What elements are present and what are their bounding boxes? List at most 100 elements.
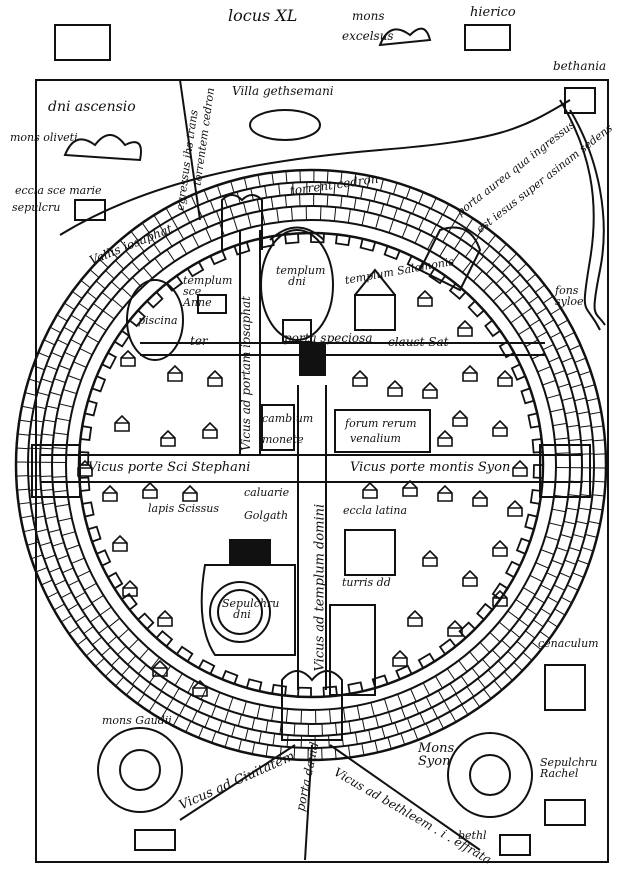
brick-tick bbox=[102, 310, 115, 320]
brick-tick bbox=[410, 688, 417, 702]
brick-tick bbox=[418, 218, 425, 230]
brick-tick bbox=[31, 554, 43, 560]
crenel bbox=[484, 319, 501, 338]
brick-tick bbox=[534, 284, 546, 293]
crenel bbox=[155, 630, 174, 647]
label-piscina: piscina bbox=[138, 314, 178, 327]
brick-tick bbox=[461, 704, 469, 716]
label-golgatha: Golgath bbox=[244, 509, 289, 522]
brick-tick bbox=[43, 419, 56, 423]
crenel bbox=[176, 645, 194, 662]
crenel bbox=[531, 438, 543, 454]
brick-tick bbox=[326, 170, 329, 183]
brick-tick bbox=[115, 676, 124, 687]
label-mons-syon: Mons Syon bbox=[418, 741, 455, 769]
brick-tick bbox=[64, 351, 76, 358]
brick-tick bbox=[481, 245, 491, 256]
brick-tick bbox=[84, 314, 96, 323]
crenel bbox=[137, 612, 155, 630]
brick-tick bbox=[293, 747, 296, 760]
brick-tick bbox=[333, 182, 336, 196]
brick-tick bbox=[568, 438, 581, 442]
brick-tick bbox=[592, 494, 605, 497]
crenel bbox=[114, 330, 131, 348]
house bbox=[422, 381, 438, 399]
brick-tick bbox=[21, 405, 34, 410]
brick-tick bbox=[125, 250, 135, 261]
brick-tick bbox=[70, 339, 82, 346]
brick-tick bbox=[111, 298, 124, 309]
brick-tick bbox=[501, 302, 514, 313]
brick-tick bbox=[405, 212, 412, 225]
wall-bricks bbox=[16, 170, 606, 760]
brick-tick bbox=[85, 647, 96, 657]
brick-tick bbox=[321, 723, 323, 736]
brick-tick bbox=[147, 233, 156, 244]
brick-tick bbox=[553, 369, 566, 376]
brick-tick bbox=[278, 183, 281, 196]
brick-tick bbox=[20, 515, 33, 519]
crenel bbox=[395, 664, 413, 680]
brick-tick bbox=[224, 735, 230, 748]
brick-tick bbox=[545, 535, 559, 541]
brick-tick bbox=[121, 666, 131, 676]
brick-tick bbox=[497, 660, 507, 670]
forum-rerum-venalium bbox=[334, 409, 431, 453]
house bbox=[157, 609, 173, 627]
label-venalium: venalium bbox=[350, 432, 401, 445]
crenel bbox=[84, 399, 98, 417]
brick-tick bbox=[386, 193, 391, 206]
eccla-latina bbox=[344, 529, 396, 576]
brick-tick bbox=[251, 717, 256, 730]
brick-tick bbox=[185, 694, 192, 706]
brick-tick bbox=[214, 692, 221, 706]
brick-tick bbox=[427, 236, 435, 250]
brick-tick bbox=[348, 721, 352, 734]
label-villa-gethsemani: Villa gethsemani bbox=[232, 84, 334, 98]
brick-tick bbox=[165, 235, 173, 247]
brick-tick bbox=[567, 424, 580, 428]
brick-tick bbox=[340, 171, 343, 184]
label-cenaculum: cenaculum bbox=[538, 637, 599, 650]
brick-tick bbox=[215, 210, 222, 223]
brick-tick bbox=[279, 746, 282, 759]
brick-tick bbox=[183, 211, 191, 223]
brick-tick bbox=[143, 683, 152, 694]
house bbox=[122, 579, 138, 597]
house bbox=[207, 369, 223, 387]
wall-ring-4 bbox=[51, 205, 571, 725]
brick-tick bbox=[47, 591, 59, 598]
brick-tick bbox=[388, 219, 394, 233]
brick-tick bbox=[543, 319, 555, 327]
brick-tick bbox=[370, 702, 375, 717]
brick-tick bbox=[228, 697, 234, 711]
map-frame bbox=[35, 79, 609, 863]
brick-tick bbox=[92, 636, 102, 646]
crenel bbox=[467, 300, 485, 318]
brick-tick bbox=[99, 606, 112, 616]
brick-tick bbox=[564, 410, 577, 415]
building-top-left bbox=[54, 24, 111, 61]
brick-tick bbox=[111, 281, 121, 291]
brick-tick bbox=[174, 673, 183, 686]
brick-tick bbox=[130, 230, 139, 242]
brick-tick bbox=[442, 203, 450, 216]
brick-tick bbox=[360, 186, 364, 199]
brick-tick bbox=[407, 718, 413, 730]
brick-tick bbox=[521, 307, 533, 316]
house bbox=[472, 489, 488, 507]
house bbox=[457, 319, 473, 337]
brick-tick bbox=[520, 284, 530, 294]
brick-tick bbox=[89, 269, 100, 278]
brick-tick bbox=[507, 610, 520, 620]
house bbox=[142, 481, 158, 499]
brick-tick bbox=[487, 234, 497, 245]
brick-tick bbox=[319, 206, 322, 221]
brick-tick bbox=[437, 717, 444, 729]
brick-tick bbox=[529, 574, 543, 583]
building-bottom-left bbox=[134, 829, 176, 851]
brick-tick bbox=[418, 192, 424, 204]
brick-tick bbox=[285, 171, 288, 184]
brick-tick bbox=[498, 621, 511, 632]
label-bethania: bethania bbox=[553, 59, 607, 73]
